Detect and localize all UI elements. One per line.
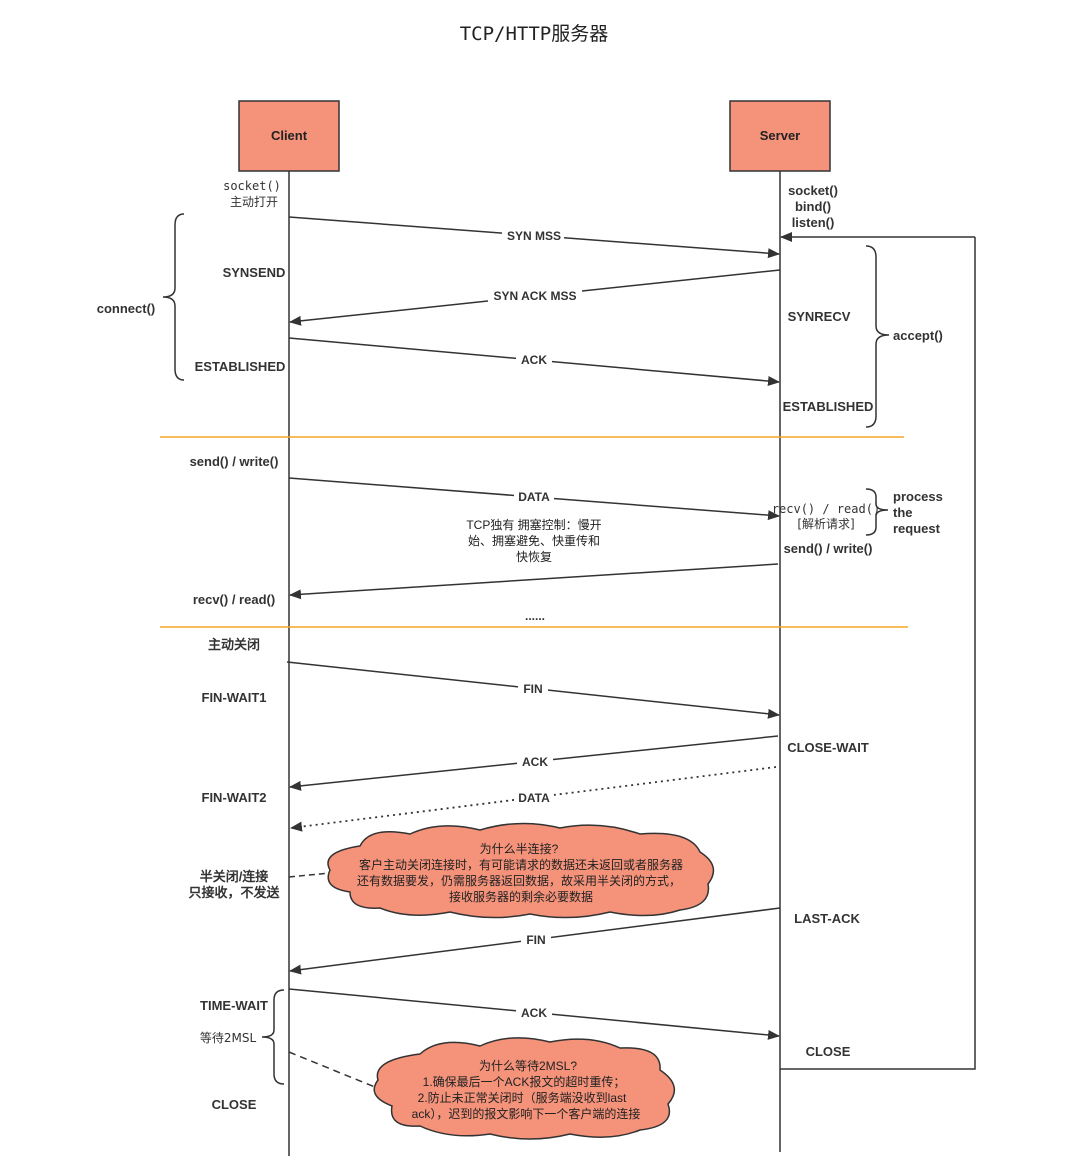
client-wait-2msl-label: 等待2MSL: [200, 1031, 257, 1045]
syn-label-bg: [502, 229, 564, 243]
msl-q-line-4: ack），迟到的报文影响下一个客户端的连接: [412, 1106, 641, 1121]
server-send-write-label: send() / write(): [784, 541, 873, 556]
process-label-2: the: [893, 505, 913, 520]
client-recv-read-label: recv() / read(): [193, 592, 275, 607]
msl-cloud: [373, 1037, 676, 1140]
server-recv-read-label: recv() / read(): [772, 502, 880, 516]
accept-label: accept(): [893, 328, 943, 343]
server-loop-line: [780, 237, 976, 1070]
process-brace: [865, 488, 889, 536]
data2-label: DATA: [518, 791, 550, 805]
client-label: Client: [271, 128, 308, 143]
syn-label: SYN MSS: [507, 229, 561, 243]
ack2-label: ACK: [522, 755, 548, 769]
server-synrecv-label: SYNRECV: [788, 309, 851, 324]
fin1-label-bg: [518, 682, 548, 696]
syn-ack-label-bg: [488, 289, 582, 303]
diagram-title: TCP/HTTP服务器: [460, 23, 609, 45]
client-box: [238, 100, 340, 172]
half-q-line-2: 客户主动关闭连接时，有可能请求的数据还未返回或者服务器: [359, 857, 683, 872]
fin2-label: FIN: [526, 933, 545, 947]
data1-label: DATA: [518, 490, 550, 504]
tcp-note-line-2: 始、拥塞避免、快重传和: [468, 533, 600, 548]
data1-label-bg: [514, 490, 554, 504]
msl-q-line-2: 1.确保最后一个ACK报文的超时重传；: [423, 1074, 626, 1089]
server-socket-label: socket(): [788, 183, 838, 198]
client-synsend-label: SYNSEND: [223, 265, 286, 280]
response-arrow: [289, 563, 779, 600]
server-label: Server: [760, 128, 800, 143]
accept-brace: [865, 245, 890, 428]
client-fin-wait2-label: FIN-WAIT2: [202, 790, 267, 805]
half-close-label-1: 半关闭/连接: [200, 869, 269, 884]
server-bind-label: bind(): [795, 199, 831, 214]
server-box: [729, 100, 831, 172]
client-close-label: CLOSE: [212, 1097, 257, 1112]
half-close-cloud: [327, 822, 715, 919]
half-q-line-1: 为什么半连接?: [480, 841, 559, 856]
tcp-note-line-3: 快恢复: [516, 550, 552, 564]
syn-ack-label: SYN ACK MSS: [494, 289, 577, 303]
process-label-3: request: [893, 521, 941, 536]
server-last-ack-label: LAST-ACK: [794, 911, 860, 926]
fin1-label: FIN: [523, 682, 542, 696]
ack3-label: ACK: [521, 1006, 547, 1020]
msl-q-line-1: 为什么等待2MSL?: [479, 1059, 577, 1073]
client-time-wait-label: TIME-WAIT: [200, 998, 268, 1013]
half-q-line-4: 接收服务器的剩余必要数据: [449, 889, 593, 904]
client-socket-label: socket(): [223, 179, 281, 193]
server-close-wait-label: CLOSE-WAIT: [787, 740, 869, 755]
server-close-label: CLOSE: [806, 1044, 851, 1059]
ack1-label: ACK: [521, 353, 547, 367]
client-established-label: ESTABLISHED: [195, 359, 286, 374]
client-active-close-label: 主动关闭: [208, 637, 260, 652]
fin2-label-bg: [521, 933, 551, 947]
ellipsis-label: ......: [525, 609, 545, 623]
msl-connector: [288, 1051, 393, 1095]
server-parse-request-label: [解析请求]: [797, 517, 854, 531]
server-established-label: ESTABLISHED: [783, 399, 874, 414]
process-label-1: process: [893, 489, 943, 504]
half-q-line-3: 还有数据要发，仍需服务器返回数据，故采用半关闭的方式，: [357, 873, 681, 888]
client-fin-wait1-label: FIN-WAIT1: [202, 690, 267, 705]
ack1-label-bg: [516, 353, 552, 367]
time-wait-brace: [261, 989, 285, 1085]
client-active-open-label: 主动打开: [230, 195, 278, 209]
data2-label-bg: [514, 791, 554, 805]
client-send-write-label: send() / write(): [190, 454, 279, 469]
connect-brace: [162, 213, 185, 381]
connect-label: connect(): [97, 301, 156, 316]
ack3-label-bg: [516, 1006, 552, 1020]
server-listen-label: listen(): [792, 215, 835, 230]
tcp-note-line-1: TCP独有 拥塞控制：慢开: [466, 517, 601, 532]
half-close-label-2: 只接收，不发送: [188, 885, 280, 900]
msl-q-line-3: 2.防止未正常关闭时（服务端没收到last: [418, 1090, 627, 1105]
ack2-label-bg: [517, 755, 553, 769]
